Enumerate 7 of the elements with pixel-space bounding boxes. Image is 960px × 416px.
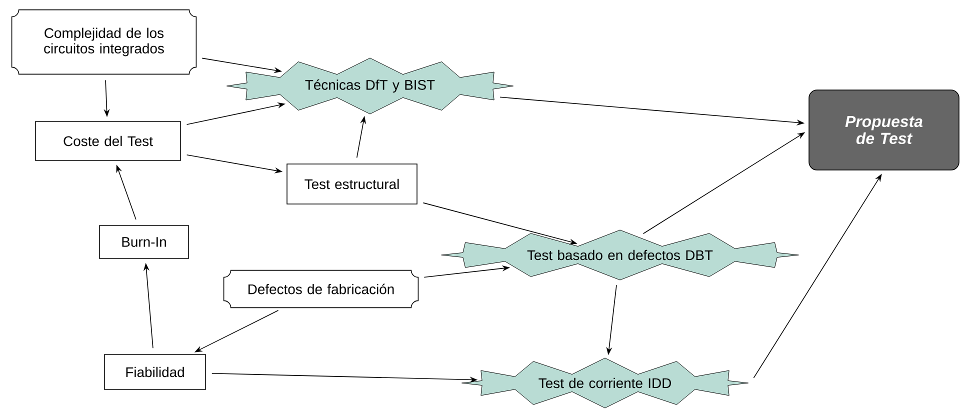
result-box: Propuesta de Test (808, 90, 960, 170)
process-box: Test estructural (286, 164, 418, 204)
process-box: Fiabilidad (104, 354, 206, 390)
process-box: Coste del Test (35, 121, 181, 161)
process-box: Burn-In (99, 225, 189, 259)
plaque-box: Defectos de fabricación (223, 270, 419, 308)
plaque-box: Complejidad de los circuitos integrados (11, 9, 197, 75)
